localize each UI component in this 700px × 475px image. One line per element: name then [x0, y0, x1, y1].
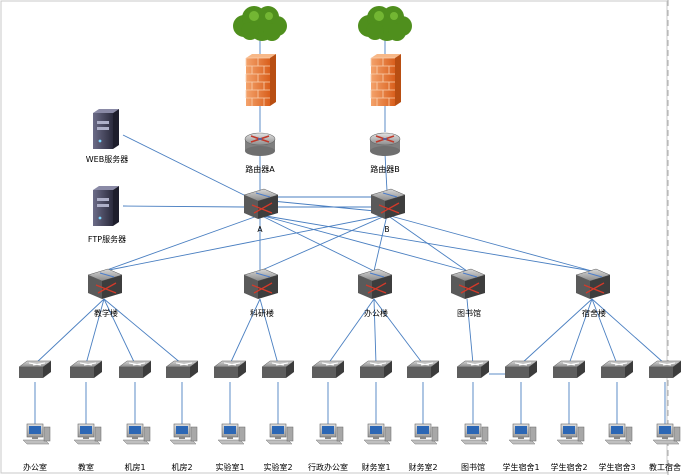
distribution-switch-d-office-icon — [357, 268, 393, 299]
router-a-label: 路由器A — [245, 164, 275, 174]
link-dist-0-acc-2 — [103, 298, 136, 365]
host-pc-h11-icon — [508, 423, 537, 445]
internet-cloud-b-icon — [358, 6, 412, 41]
link-dist-2-acc-7 — [373, 298, 377, 365]
distribution-switch-d-research-icon — [243, 268, 279, 299]
distribution-label-d-research: 科研楼 — [250, 308, 274, 318]
access-switch-11-icon — [504, 360, 538, 378]
firewall-b-icon — [370, 54, 401, 106]
access-switch-10-icon — [456, 360, 490, 378]
host-pc-h6-icon — [265, 423, 294, 445]
link-dist-2-acc-6 — [327, 298, 375, 365]
page-frame — [0, 0, 668, 474]
access-switch-7-icon — [311, 360, 345, 378]
host-pc-h14-icon — [652, 423, 681, 445]
core-a-label: A — [257, 225, 263, 234]
link-dist-4-acc-12 — [591, 298, 618, 365]
link-core-a-dist-3 — [259, 214, 468, 272]
access-switch-8-icon — [359, 360, 393, 378]
internet-cloud-a-icon — [233, 6, 287, 41]
ftp-server-icon — [93, 186, 119, 226]
distribution-label-d-library: 图书馆 — [457, 308, 481, 318]
host-pc-h12-icon — [556, 423, 585, 445]
host-label-h9: 财务室2 — [408, 462, 437, 472]
node-layer — [18, 6, 682, 445]
host-label-h2: 教室 — [78, 462, 94, 472]
access-switch-13-icon — [600, 360, 634, 378]
link-dist-3-acc-9 — [466, 298, 474, 365]
link-ftp-core — [122, 205, 245, 208]
distribution-label-d-dorm: 宿舍楼 — [582, 308, 606, 318]
host-pc-h8-icon — [363, 423, 392, 445]
host-pc-h10-icon — [460, 423, 489, 445]
router-a-icon — [244, 132, 276, 156]
link-layer — [34, 32, 666, 426]
host-label-h11: 学生宿舍1 — [502, 462, 539, 472]
access-switch-14-icon — [648, 360, 682, 378]
host-label-h6: 实验室2 — [263, 462, 292, 472]
link-router-b-core-b — [384, 153, 388, 192]
access-switch-4-icon — [165, 360, 199, 378]
host-label-h5: 实验室1 — [215, 462, 244, 472]
host-label-h3: 机房1 — [124, 462, 145, 472]
host-pc-h3-icon — [122, 423, 151, 445]
host-label-h14: 教工宿舍 — [649, 462, 681, 472]
link-core-core-3 — [271, 200, 376, 212]
host-label-h10: 图书馆 — [461, 462, 485, 472]
host-pc-h9-icon — [410, 423, 439, 445]
web-server-label: WEB服务器 — [86, 154, 128, 164]
host-label-h7: 行政办公室 — [308, 462, 348, 472]
host-pc-h1-icon — [22, 423, 51, 445]
link-dist-4-acc-10 — [520, 298, 593, 365]
distribution-switch-d-library-icon — [450, 268, 486, 299]
link-core-b-dist-4 — [386, 214, 593, 272]
link-dist-0-acc-0 — [34, 298, 105, 365]
distribution-label-d-office: 办公楼 — [364, 308, 388, 318]
link-dist-1-acc-5 — [259, 298, 279, 365]
host-pc-h4-icon — [169, 423, 198, 445]
link-dist-4-acc-11 — [568, 298, 593, 365]
access-switch-5-icon — [213, 360, 247, 378]
link-core-b-dist-0 — [103, 214, 388, 272]
host-pc-h5-icon — [217, 423, 246, 445]
access-switch-12-icon — [552, 360, 586, 378]
distribution-label-d-teach: 教学楼 — [94, 308, 118, 318]
access-switch-9-icon — [406, 360, 440, 378]
host-label-h13: 学生宿舍3 — [598, 462, 635, 472]
distribution-switch-d-teach-icon — [87, 268, 123, 299]
link-core-a-dist-2 — [259, 214, 375, 272]
firewall-a-icon — [245, 54, 276, 106]
host-label-h8: 财务室1 — [361, 462, 390, 472]
ftp-server-label: FTP服务器 — [88, 234, 126, 244]
link-dist-2-acc-8 — [373, 298, 424, 365]
link-core-b-dist-1 — [259, 214, 388, 272]
link-core-b-dist-2 — [373, 214, 388, 272]
host-pc-h13-icon — [604, 423, 633, 445]
distribution-switch-d-dorm-icon — [575, 268, 611, 299]
link-core-a-dist-0 — [103, 214, 261, 272]
web-server-icon — [93, 109, 119, 149]
access-switch-6-icon — [261, 360, 295, 378]
core-switch-b-icon — [370, 188, 406, 219]
link-dist-0-acc-1 — [85, 298, 105, 365]
access-switch-1-icon — [18, 360, 52, 378]
link-core-a-dist-4 — [259, 214, 593, 272]
host-label-h12: 学生宿舍2 — [550, 462, 587, 472]
link-web-core — [122, 134, 249, 198]
access-switch-2-icon — [69, 360, 103, 378]
access-switch-3-icon — [118, 360, 152, 378]
host-pc-h2-icon — [73, 423, 102, 445]
link-dist-1-acc-4 — [229, 298, 261, 365]
link-dist-4-acc-13 — [591, 298, 666, 365]
link-dist-0-acc-3 — [103, 298, 183, 365]
core-switch-a-icon — [243, 188, 279, 219]
host-label-h1: 办公室 — [23, 462, 47, 472]
host-pc-h7-icon — [315, 423, 344, 445]
core-b-label: B — [384, 225, 389, 234]
host-label-h4: 机房2 — [171, 462, 192, 472]
router-b-icon — [369, 132, 401, 156]
router-b-label: 路由器B — [370, 164, 400, 174]
